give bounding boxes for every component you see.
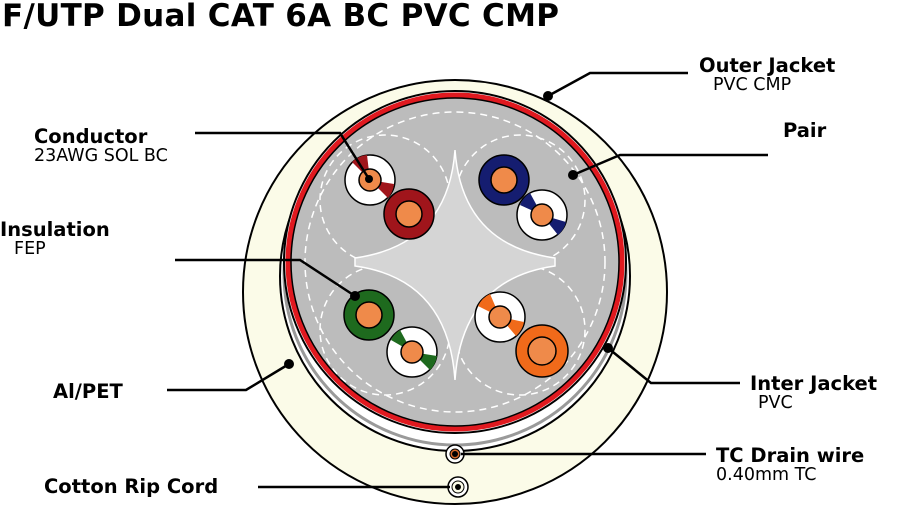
cross-separator: [354, 149, 556, 381]
al-pet-label: Al/PET: [53, 382, 123, 402]
orange-pair: [474, 291, 569, 378]
drain-wire-name: TC Drain wire: [716, 444, 865, 467]
green-pair: [343, 289, 438, 378]
conductor-spec: 23AWG SOL BC: [34, 145, 168, 166]
outer-jacket-spec: PVC CMP: [713, 74, 792, 95]
page-title: F/UTP Dual CAT 6A BC PVC CMP: [2, 0, 560, 34]
pair-label: Pair: [783, 121, 826, 141]
leader-dots: [284, 91, 613, 490]
leader-al-pet: [167, 362, 290, 392]
outer-jacket-name: Outer Jacket: [699, 54, 836, 77]
drain-wire-spec: 0.40mm TC: [716, 464, 817, 485]
leader-lines: [167, 71, 768, 489]
leader-conductor: [195, 131, 371, 180]
drain-wire-label: TC Drain wire 0.40mm TC: [716, 446, 864, 484]
outer-jacket-label: Outer Jacket PVC CMP: [699, 56, 835, 94]
inter-jacket-name: Inter Jacket: [750, 372, 878, 395]
inter-jacket-label: Inter Jacket PVC: [750, 374, 877, 412]
inter-jacket-spec: PVC: [758, 392, 793, 413]
rip-cord-label: Cotton Rip Cord: [44, 477, 218, 497]
blue-pair: [478, 154, 568, 241]
insulation-label: Insulation FEP: [0, 220, 110, 258]
conductor-label: Conductor 23AWG SOL BC: [34, 127, 168, 165]
leader-insulation: [175, 258, 356, 298]
conductor-name: Conductor: [34, 125, 148, 148]
al-pet-name: Al/PET: [53, 380, 123, 403]
pair-name: Pair: [783, 119, 827, 142]
leader-pair: [572, 153, 768, 177]
leader-outer-jacket: [547, 71, 688, 98]
insulation-name: Insulation: [0, 218, 110, 241]
leader-inter-jacket: [607, 347, 740, 385]
insulation-spec: FEP: [14, 238, 46, 259]
rip-cord-name: Cotton Rip Cord: [44, 475, 219, 498]
